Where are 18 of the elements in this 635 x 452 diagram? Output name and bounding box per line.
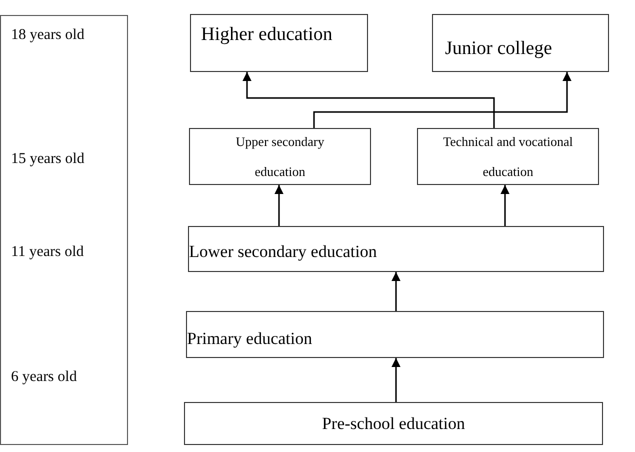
- stage-box: Upper secondary education: [189, 128, 371, 185]
- arrow: [274, 185, 284, 226]
- stage-box: Technical and vocational education: [417, 128, 599, 185]
- age-label: 18 years old: [11, 26, 84, 45]
- stage-box: Primary education: [186, 311, 604, 358]
- stage-box: Lower secondary education: [188, 226, 604, 272]
- stage-box: Higher education: [190, 14, 368, 72]
- age-label: 15 years old: [11, 150, 84, 169]
- arrow: [313, 72, 572, 128]
- age-column-box: [0, 15, 128, 445]
- arrow: [500, 185, 510, 226]
- stage-box: Pre-school education: [184, 402, 603, 445]
- age-label: 11 years old: [11, 243, 84, 262]
- stage-box: Junior college: [432, 14, 609, 72]
- arrow: [392, 272, 400, 311]
- arrow: [392, 358, 400, 402]
- age-label: 6 years old: [11, 368, 77, 387]
- arrow: [242, 72, 495, 128]
